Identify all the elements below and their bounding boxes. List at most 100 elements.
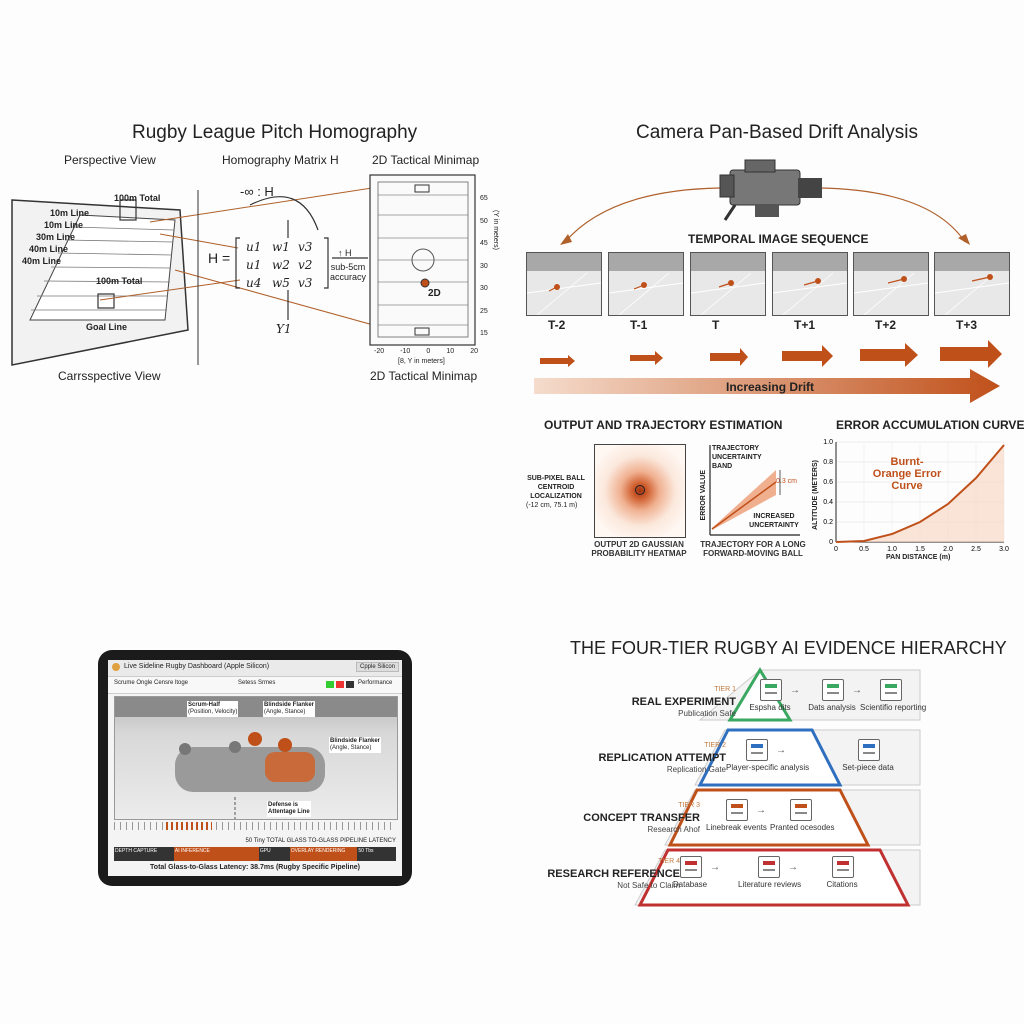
- pitch-line-label: 30m Line: [36, 232, 76, 242]
- frame-thumbnail: [773, 253, 847, 315]
- gaussian-heatmap: [594, 444, 686, 538]
- pitch-line-label: 40m Line: [22, 256, 62, 266]
- matrix-cell: v2: [298, 258, 313, 272]
- frame-thumbnail: [691, 253, 765, 315]
- matrix-top-arrow: [249, 196, 319, 231]
- tier-item-label: Set-piece data: [842, 763, 894, 772]
- tier-name: RESEARCH REFERENCE: [547, 868, 680, 880]
- status-green-icon: [326, 681, 334, 688]
- y-tick-label: 0.6: [823, 479, 833, 486]
- perspective-view-label-bottom: Carrsspective View: [58, 369, 161, 383]
- traj-value: 0.3 cm: [776, 478, 798, 485]
- output-title: OUTPUT AND TRAJECTORY ESTIMATION: [544, 418, 783, 432]
- pitch-line-label: 10m Line: [44, 220, 84, 230]
- curve-x-label: PAN DISTANCE (m): [886, 554, 951, 561]
- window-title: Live Sideline Rugby Dashboard (Apple Sil…: [124, 663, 270, 670]
- tab-centre[interactable]: Censre ltoge: [154, 680, 189, 686]
- curve-series-label: Burnt-Orange Error Curve: [872, 456, 942, 492]
- accuracy-arrow-label: ↑ H: [338, 248, 352, 258]
- increasing-drift-arrow: [534, 369, 1000, 403]
- traj-caption: TRAJECTORY FOR A LONG FORWARD-MOVING BAL…: [700, 540, 806, 558]
- arrow-right-icon: →: [756, 805, 766, 816]
- scrum-illustration: [115, 697, 397, 819]
- tab-settings[interactable]: Setess Srmes: [238, 680, 276, 686]
- y-tick-label: 1.0: [823, 439, 833, 446]
- tier-level: TIER 4: [658, 858, 680, 865]
- x-tick-label: 2.5: [971, 546, 981, 553]
- minimap-y-tick: 45: [480, 240, 488, 247]
- frame-label: T-2: [548, 318, 566, 332]
- annotation-sub: (Angle, Stance): [264, 709, 306, 715]
- tier-name: CONCEPT TRANSFER: [583, 812, 700, 824]
- minimap-y-tick: 30: [480, 285, 488, 292]
- frame-thumbnail: [854, 253, 928, 315]
- latency-segment: AI INFERENCE: [173, 847, 259, 861]
- tier-item-label: Literature reviews: [738, 880, 802, 889]
- sequence-frame: [934, 252, 1010, 316]
- tier-name: REAL EXPERIMENT: [631, 696, 736, 708]
- minimap-x-tick: -20: [374, 348, 385, 355]
- tier-item-icon: [726, 799, 748, 821]
- sequence-frame: [608, 252, 684, 316]
- x-tick-label: 1.5: [915, 546, 925, 553]
- annotation-flanker-right: Blindside Flanker (Angle, Stance): [329, 737, 382, 753]
- annotation-title: Defense is: [268, 802, 299, 808]
- matrix-cell: v3: [298, 240, 313, 254]
- minimap-x-ticks: -20 -10 0 10 20: [374, 348, 478, 355]
- tier-item-label: Dats analysis: [808, 703, 856, 712]
- centroid-marker: [635, 485, 645, 495]
- tier-item-icon: [758, 856, 780, 878]
- pitch-line-label: 40m Line: [29, 244, 69, 254]
- minimap-y-tick: 50: [480, 217, 488, 225]
- series-area: [836, 445, 1004, 542]
- centroid-label: SUB-PIXEL BALL CENTROID LOCALIZATION: [527, 475, 585, 500]
- latency-segment: OVERLAY RENDERING: [289, 847, 358, 861]
- matrix-cell: u1: [246, 258, 262, 272]
- tier-item-label: Player-specific analysis: [726, 763, 810, 772]
- title-button[interactable]: Cpple Silicon: [356, 662, 400, 672]
- y-tick-label: 0.4: [823, 499, 833, 506]
- sequence-frame: [526, 252, 602, 316]
- frame-thumbnail: [935, 253, 1009, 315]
- drift-arrows: [534, 340, 1002, 403]
- frame-label: T+2: [875, 318, 897, 332]
- latency-segment: GPU: [258, 847, 290, 861]
- frame-thumbnail: [609, 253, 683, 315]
- tier-item-icon: [880, 679, 902, 701]
- tier-item-icon: [832, 856, 854, 878]
- latency-segment: 50 Tbs: [357, 847, 397, 861]
- tier-item-icon: [858, 739, 880, 761]
- pitch-lines: [31, 226, 175, 311]
- pitch-line-label: 100m Total: [114, 193, 161, 203]
- sequence-frame: [853, 252, 929, 316]
- tab-performance[interactable]: Performance: [358, 680, 393, 686]
- tier-item-icon: [790, 799, 812, 821]
- sequence-frame: [772, 252, 848, 316]
- matrix-bracket-right: [324, 237, 329, 289]
- tab-scrum[interactable]: Scrume Ongle: [114, 680, 153, 686]
- error-title: ERROR ACCUMULATION CURVE: [836, 418, 1024, 432]
- minimap-x-caption: [8, Y in meters]: [398, 358, 445, 365]
- tier-band-3: [667, 788, 871, 847]
- minimap-y-tick: 25: [480, 307, 488, 315]
- minimap-y-tick: 65: [480, 195, 488, 202]
- annotation-title: Blindside Flanker: [264, 702, 315, 708]
- tier-item-label: Linebreak events: [706, 823, 767, 832]
- tier-item-icon: [760, 679, 782, 701]
- tier-item-label: Citations: [826, 880, 858, 889]
- hierarchy-title: THE FOUR-TIER RUGBY AI EVIDENCE HIERARCH…: [570, 638, 1007, 658]
- annotation-title: Blindside Flanker: [330, 738, 381, 744]
- tier-item-label: Espsha dits: [749, 703, 791, 712]
- centroid-coords: (-12 cm, 75.1 m): [526, 502, 578, 509]
- tier-sub: Publication Safe: [678, 709, 736, 718]
- tablet-frame: Live Sideline Rugby Dashboard (Apple Sil…: [98, 650, 412, 886]
- sequence-frame: [690, 252, 766, 316]
- minimap-y-ticks: 65 50 45 30 30 25 15: [480, 188, 488, 346]
- tier-item-icon: [680, 856, 702, 878]
- window-titlebar: Live Sideline Rugby Dashboard (Apple Sil…: [108, 660, 402, 677]
- latency-footer: Total Glass-to-Glass Latency: 38.7ms (Ru…: [150, 864, 360, 871]
- minimap-marker-label: 2D: [428, 288, 441, 299]
- arrow-right-icon: →: [788, 862, 798, 873]
- tier-band-2: [697, 728, 843, 787]
